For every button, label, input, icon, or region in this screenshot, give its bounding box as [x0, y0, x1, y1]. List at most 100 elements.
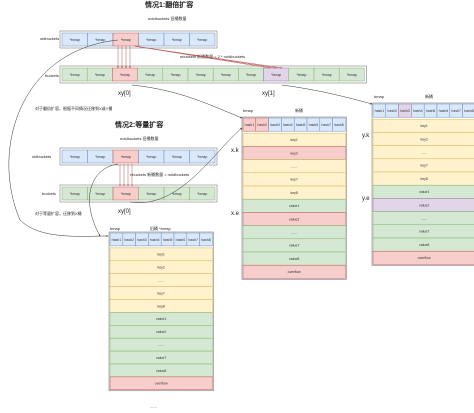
old-bucket-value-1: value2: [156, 330, 166, 334]
case1-new-cell-5: *bmap: [196, 73, 206, 77]
x-bucket-hash-5: hash6: [309, 123, 319, 127]
x-bucket-overflow-box: [242, 264, 346, 279]
case1-new-cell-11: *bmap: [347, 73, 357, 77]
note-case2: 对于等量扩容，迁移到X桶: [35, 210, 82, 216]
case1-new-cell-10: *bmap: [322, 73, 332, 77]
old-bucket-key-4: key8: [157, 304, 164, 308]
case1-old-cell-5-box: [189, 32, 216, 47]
note-case1: 对于翻倍扩容，根据不同情况迁移到X或Y桶: [35, 105, 112, 111]
old-bucket-value-3: value7: [156, 356, 166, 360]
old-bucket-value-2: ......: [158, 343, 164, 347]
case1-new-cell-0: *bmap: [70, 73, 80, 77]
x-bucket-hash-4: hash5: [296, 123, 306, 127]
old-bucket-overflow: overflow: [155, 382, 169, 386]
old-bucket-frame: [108, 231, 214, 392]
case1-title: 情况1:翻倍扩容: [145, 0, 193, 9]
old-bucket-hash-3: hash4: [150, 238, 160, 242]
x-bucket-value-2: ......: [291, 231, 297, 235]
y-bucket-value-1: value2: [419, 203, 429, 207]
x-bucket-value-3: value7: [289, 244, 299, 248]
case1-new-cell-9: *bmap: [296, 73, 306, 77]
x-bucket-hash-1: hash2: [257, 123, 267, 127]
connectors: [8, 39, 373, 238]
yk-label: y.k: [362, 133, 370, 139]
case2-buckets-row: *bmap*bmap*bmap*bmap*bmap*bmap: [59, 184, 218, 203]
old-count-label: noldbuckets 旧桶数量: [148, 15, 186, 21]
ye-label: y.e: [362, 196, 370, 202]
old-bucket-key-1: key2: [157, 266, 164, 270]
x-bucket-hash-2: hash3: [270, 123, 280, 127]
buckets-label-case1: buckets: [45, 73, 59, 78]
case1-new-cell-6: *bmap: [221, 73, 231, 77]
case2-old-cell-5-box: [189, 149, 216, 164]
old-bucket-hash-6: hash7: [188, 238, 198, 242]
case1-old-cell-3: *bmap: [146, 38, 156, 42]
y-bucket-hash-7-box: [462, 103, 474, 118]
x-bucket-value-4: value8: [289, 257, 299, 261]
buckets-label-case2: buckets: [42, 191, 56, 196]
case2-old-cell-0: *bmap: [70, 155, 80, 159]
y-bucket-key-0: key1: [420, 124, 427, 128]
x-bucket-key-0: key1: [290, 138, 297, 142]
x-bucket-frame: [241, 116, 347, 280]
case2-old-cell-2: *bmap: [121, 155, 131, 159]
arrow-xy0-to-x: [131, 84, 243, 119]
old-bucket-key-3: key7: [157, 291, 164, 295]
y-bucket-frame: [371, 102, 474, 266]
arrow-case2-to-detail: [89, 163, 119, 237]
y-bucket-value-3: value7: [419, 230, 429, 234]
y-bucket-hash-4: hash5: [426, 109, 436, 113]
x-bucket-key-3: key7: [290, 178, 297, 182]
old-bucket-key-0: key1: [157, 253, 164, 257]
y-bucket-key-2: ......: [421, 151, 427, 155]
x-bucket-hash-6: hash7: [321, 123, 331, 127]
y-bucket-hash-3: hash4: [413, 109, 423, 113]
case1-new-cell-1: *bmap: [95, 73, 105, 77]
old-bucket-value-0: value1: [156, 317, 166, 321]
x-bucket-hash-3: hash4: [283, 123, 293, 127]
xy1-label-case1: xy[1]: [262, 91, 275, 97]
old-bucket-key-2: ......: [158, 278, 164, 282]
y-bucket-hash-0: hash1: [375, 109, 385, 113]
old-bucket-hash-0: hash1: [112, 238, 122, 242]
arrow-case1-y3: [133, 45, 283, 69]
y-bucket-hash-5: hash6: [439, 109, 449, 113]
case2-old-cell-4: *bmap: [172, 155, 182, 159]
arrow-case2-xy0: [129, 127, 243, 203]
case2-old-cell-5: *bmap: [197, 155, 207, 159]
x-bucket-overflow: overflow: [288, 270, 302, 274]
case2-new-cell-5-box: [189, 186, 216, 201]
oldbuckets-label-case1: oldbuckets: [40, 36, 59, 41]
y-bucket-hash-1: hash2: [387, 109, 397, 113]
x-new-bucket-label: 新桶: [295, 107, 303, 113]
y-bucket-value-0: value1: [419, 190, 429, 194]
x-bucket-value-0: value1: [289, 204, 299, 208]
case1-old-cell-0: *bmap: [70, 38, 80, 42]
y-bucket-key-3: key7: [420, 164, 427, 168]
y-bucket-overflow-box: [372, 250, 474, 265]
y-new-bucket-label: 新桶: [425, 93, 433, 99]
new-count-label-case2: nbuckets 新桶数量 = noldbuckets: [130, 171, 189, 177]
oldbuckets-label-case2: oldbuckets: [32, 154, 51, 159]
x-bucket-key-2: ......: [291, 165, 297, 169]
y-bmap-label: bmap: [374, 94, 385, 99]
old-bucket-hash-1: hash2: [124, 238, 134, 242]
new-count-label-case1: nbuckets 新桶数量 = 2 * noldbuckets: [180, 53, 245, 59]
old-bmap-label: bmap: [110, 226, 121, 231]
case1-new-frame: [59, 65, 367, 84]
y-bucket-overflow: overflow: [418, 256, 432, 260]
old-bucket-label: 旧桶 *bmap: [150, 225, 171, 231]
case1-new-cell-4: *bmap: [170, 73, 180, 77]
case2-new-cell-5: *bmap: [197, 192, 207, 196]
y-bucket-hash-6: hash7: [451, 109, 461, 113]
case1-new-cell-3: *bmap: [145, 73, 155, 77]
y-bucket-hash-2: hash3: [400, 109, 410, 113]
case1-old-frame: [59, 30, 218, 49]
y-bucket-value-4: value8: [419, 243, 429, 247]
case1-oldbuckets-row: *bmap*bmap*bmap*bmap*bmap*bmap: [59, 30, 218, 49]
old-bucket-hash-5: hash6: [176, 238, 186, 242]
